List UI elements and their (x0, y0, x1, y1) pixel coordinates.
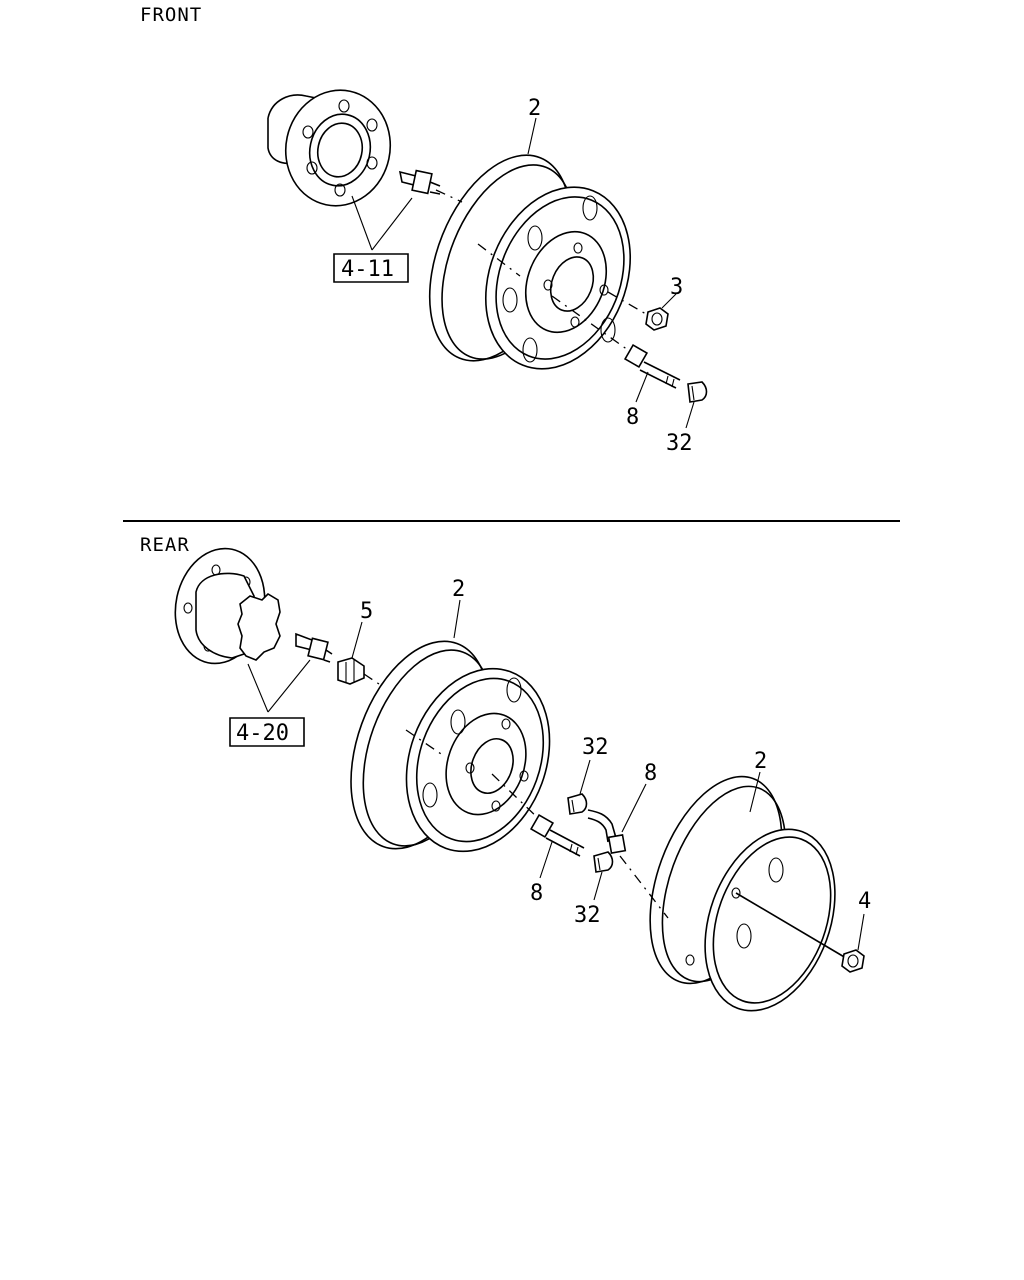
front-wheel-nut (646, 308, 668, 330)
front-hub-assembly (268, 80, 401, 215)
callout-front-wheel: 2 (528, 96, 541, 121)
rear-inner-nut (338, 658, 364, 684)
rear-outer-wheel-rim (625, 759, 859, 1029)
callout-rear-inner-wheel: 2 (452, 577, 465, 602)
rear-hub-assembly (165, 540, 280, 672)
rear-inner-valve-stem (531, 815, 584, 856)
callout-rear-inner-nut: 5 (360, 599, 373, 624)
callout-rear-inner-valve: 8 (530, 881, 543, 906)
rear-inner-wheel-rim (325, 622, 574, 871)
callout-rear-hub-ref: 4-20 (236, 721, 289, 746)
callout-rear-outer-cap: 32 (582, 735, 609, 760)
rear-outer-valve-stem (588, 810, 625, 853)
front-wheel-rim (402, 135, 656, 391)
front-hub-bolt (400, 171, 440, 194)
callout-rear-outer-nut: 4 (858, 889, 871, 914)
callout-front-cap: 32 (666, 431, 693, 456)
callout-front-hub-ref: 4-11 (341, 257, 394, 282)
rear-outer-valve-cap (568, 794, 587, 814)
rear-hub-bolt (296, 634, 332, 662)
front-hub-ref-box (334, 254, 408, 282)
rear-outer-nut (842, 950, 864, 972)
rear-hub-ref-box (230, 718, 304, 746)
rear-inner-valve-cap (594, 852, 613, 872)
front-valve-cap (688, 382, 707, 402)
callout-front-nut: 3 (670, 275, 683, 300)
callout-rear-inner-cap: 32 (574, 903, 601, 928)
callout-rear-outer-wheel: 2 (754, 749, 767, 774)
section-title-rear: REAR (140, 534, 190, 556)
callout-front-valve: 8 (626, 405, 639, 430)
section-title-front: FRONT (140, 4, 202, 26)
callout-rear-outer-valve: 8 (644, 761, 657, 786)
front-valve-stem (625, 345, 680, 388)
